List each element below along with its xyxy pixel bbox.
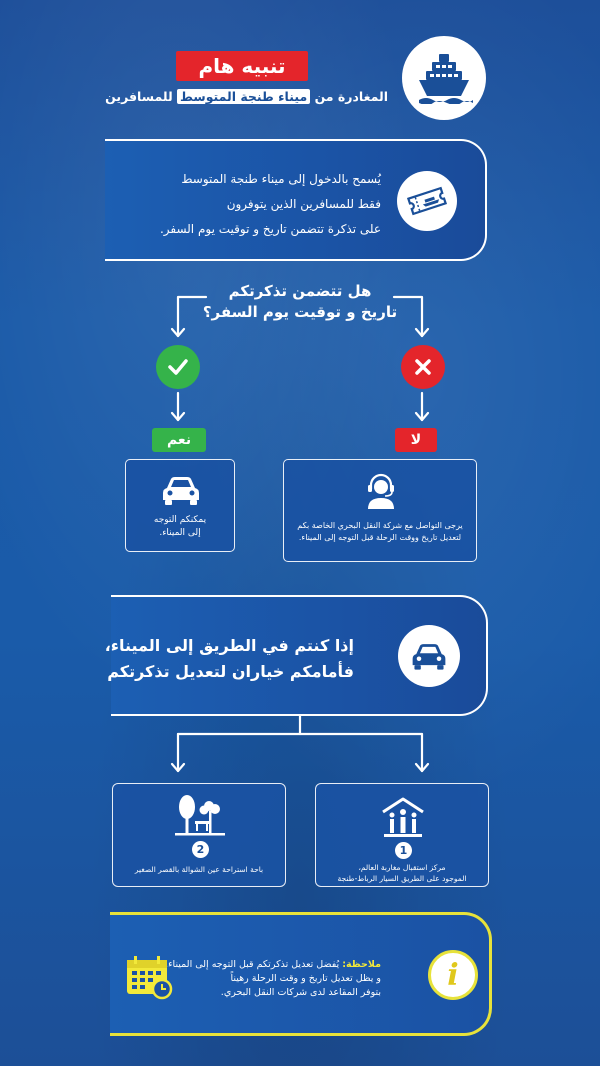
note-line-3: بتوفر المقاعد لدى شركات النقل البحري. [220,987,381,998]
yes-text-line-1: يمكنكم التوجه [153,515,207,525]
subtitle-highlight: ميناء طنجة المتوسط [177,89,311,104]
headset-icon [368,473,394,509]
road-text: إذا كنتم في الطريق إلى الميناء، فأمامكم … [105,633,354,685]
ship-icon-circle [402,36,486,120]
option-2-line-1: باحة استراحة عين الشوالة بالقصر الصغير [134,865,264,874]
reception-center-icon [382,797,424,837]
yes-badge: نعم [152,428,206,452]
check-icon [156,345,200,389]
info-line-3: على تذكرة تتضمن تاريخ و توقيت يوم السفر. [159,222,381,236]
subtitle-prefix: المغادرة من [314,89,388,104]
road-line-1: إذا كنتم في الطريق إلى الميناء، [104,636,354,655]
road-line-2: فأمامكم خياران لتعديل تذكرتكم [107,662,354,681]
no-text-line-1: يرجى التواصل مع شركة النقل البحري الخاصة… [297,521,463,530]
option-2-text: باحة استراحة عين الشوالة بالقصر الصغير [113,864,285,875]
yes-text-line-2: إلى الميناء. [159,528,201,538]
note-label: ملاحظة: [342,959,381,970]
page-subtitle: المغادرة من ميناء طنجة المتوسط للمسافرين [105,89,388,104]
car-icon [412,644,446,670]
yes-result-text: يمكنكم التوجه إلى الميناء. [126,514,234,540]
note-line-1-text: يُفضل تعديل تذكرتكم قبل التوجه إلى المين… [165,959,340,970]
option-1-box: 1 مركز استقبال مغاربة العالم، الموجود عل… [315,783,489,887]
rest-area-icon [175,795,225,836]
no-badge: لا [395,428,437,452]
info-icon: i [428,950,478,1000]
cross-icon [401,345,445,389]
car-icon [163,477,199,505]
question-text: هل تتضمن تذكرتكم تاريخ و توقيت يوم السفر… [200,281,400,323]
option-1-line-2: الموجود على الطريق السيار الرباط-طنجة [337,874,467,883]
note-line-2: و يظل تعديل تاريخ و وقت الرحلة رهيناً [230,973,381,984]
yes-result-box: يمكنكم التوجه إلى الميناء. [125,459,235,552]
info-line-2: فقط للمسافرين الذين يتوفرون [226,197,381,211]
page-title: تنبيه هام [176,51,308,81]
calendar-icon [127,956,173,1000]
note-line-1: ملاحظة: يُفضل تعديل تذكرتكم قبل التوجه إ… [165,958,381,972]
question-line-2: تاريخ و توقيت يوم السفر؟ [202,303,398,321]
car-icon-circle [398,625,460,687]
ticket-icon [406,186,448,216]
no-result-text: يرجى التواصل مع شركة النقل البحري الخاصة… [284,520,476,544]
note-panel: ملاحظة: يُفضل تعديل تذكرتكم قبل التوجه إ… [110,912,492,1036]
option-2-number: 2 [192,841,209,858]
no-result-box: يرجى التواصل مع شركة النقل البحري الخاصة… [283,459,477,562]
option-2-box: 2 باحة استراحة عين الشوالة بالقصر الصغير [112,783,286,887]
ticket-icon-circle [397,171,457,231]
note-text: ملاحظة: يُفضل تعديل تذكرتكم قبل التوجه إ… [165,958,381,1000]
no-text-line-2: لتعديل تاريخ ووقت الرحلة قبل التوجه إلى … [298,533,462,542]
info-text: يُسمح بالدخول إلى ميناء طنجة المتوسط فقط… [160,167,381,242]
question-line-1: هل تتضمن تذكرتكم [228,282,372,300]
road-panel: إذا كنتم في الطريق إلى الميناء، فأمامكم … [105,595,488,716]
option-1-text: مركز استقبال مغاربة العالم، الموجود على … [316,862,488,884]
ship-icon [419,54,473,104]
info-line-1: يُسمح بالدخول إلى ميناء طنجة المتوسط [181,172,381,186]
option-1-number: 1 [395,842,412,859]
option-1-line-1: مركز استقبال مغاربة العالم، [358,863,446,872]
subtitle-suffix: للمسافرين [105,89,173,104]
